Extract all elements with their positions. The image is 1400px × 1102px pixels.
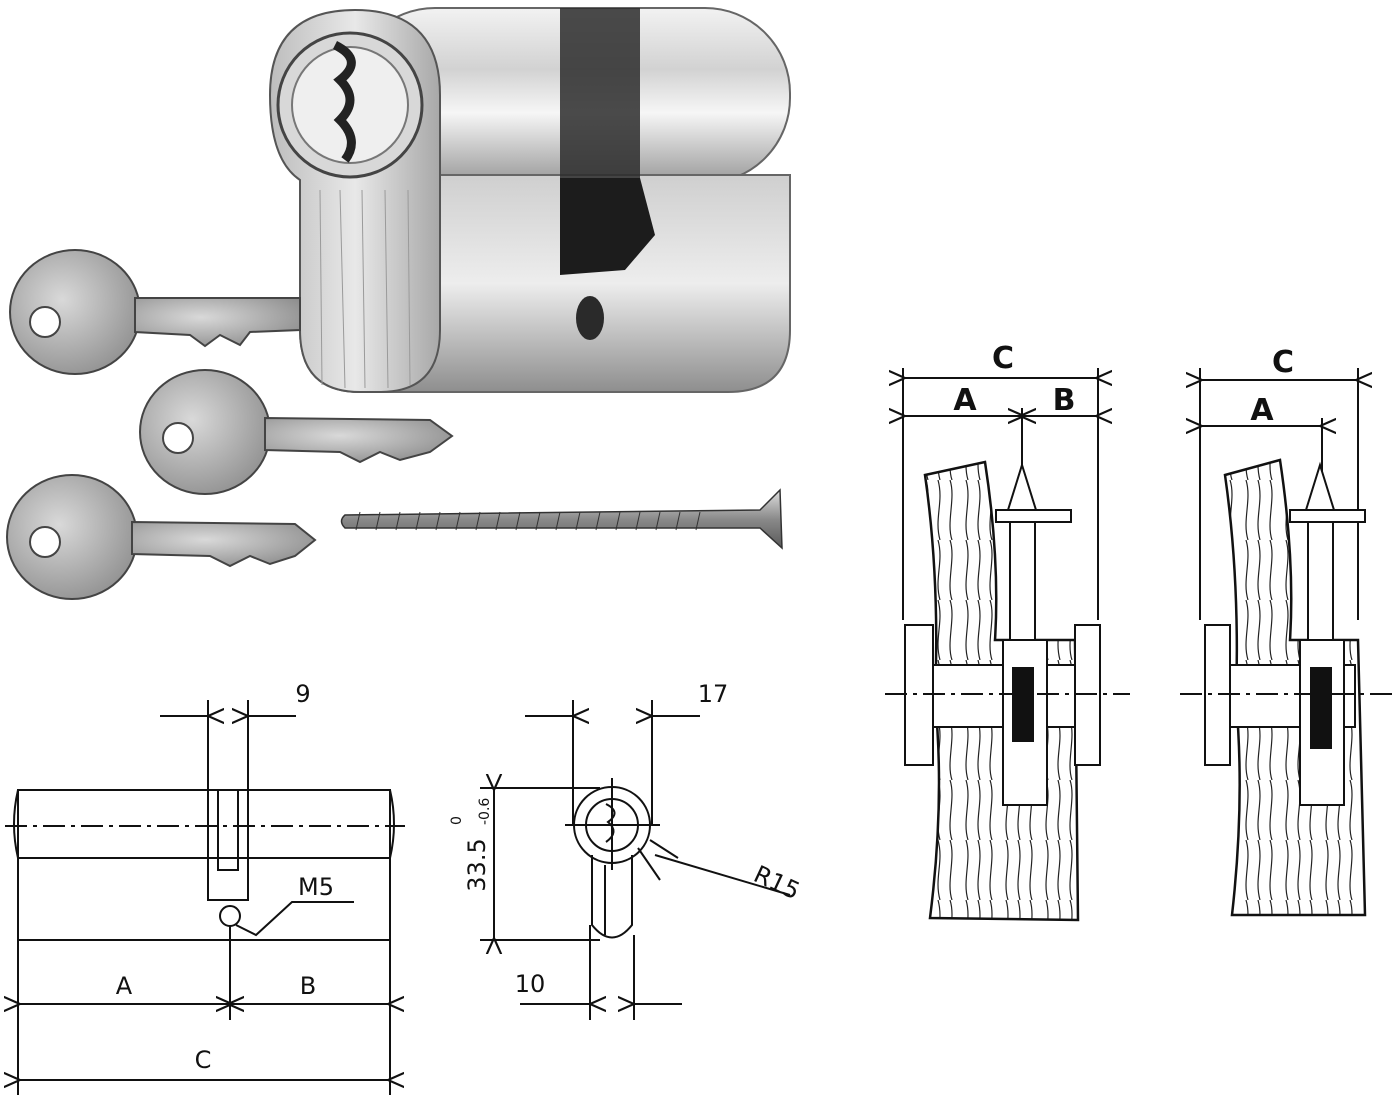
side-dimension-drawing <box>5 700 405 1095</box>
screw-hole-outline <box>219 905 241 927</box>
mounting-diagram-half <box>1180 368 1398 917</box>
key-2 <box>139 369 454 495</box>
profile-lower <box>591 855 633 939</box>
dim-height-tol-lower-label: -0.6 <box>477 798 493 825</box>
screw-hole <box>576 296 604 340</box>
product-photo <box>6 7 791 600</box>
lock-cylinder <box>268 7 791 393</box>
dim-thread-label: M5 <box>298 873 334 901</box>
mount1-label-c: C <box>992 341 1014 376</box>
locking-cam <box>560 178 655 275</box>
dim-height-main-label: 33.5 <box>463 838 491 891</box>
dim-body-width-label: 17 <box>698 680 729 708</box>
key-1 <box>9 249 301 375</box>
mount2-label-a: A <box>1250 393 1274 428</box>
fixing-screw <box>340 488 783 550</box>
key-3 <box>6 474 317 600</box>
cam-2 <box>1310 667 1332 749</box>
dim-lower-width-label: 10 <box>515 970 546 998</box>
cylinder-outline <box>17 789 391 941</box>
cylinder-body-1 <box>904 664 1096 728</box>
dim-cam-width-label: 9 <box>295 680 310 708</box>
mounting-diagram-double <box>885 368 1130 922</box>
profile-dimension-drawing <box>480 700 791 1020</box>
cam-outline <box>207 789 249 901</box>
mount2-label-c: C <box>1272 345 1294 380</box>
dim-a-label: A <box>116 972 133 1000</box>
dim-height-tol-upper-label: 0 <box>449 816 465 825</box>
dim-c-label: C <box>195 1046 212 1074</box>
mount1-label-a: A <box>953 383 977 418</box>
keyway-slot <box>332 40 356 163</box>
mount1-label-b: B <box>1053 383 1076 418</box>
dim-b-label: B <box>300 972 316 1000</box>
dim-radius-label: R15 <box>749 860 804 905</box>
cam-1 <box>1012 667 1034 742</box>
